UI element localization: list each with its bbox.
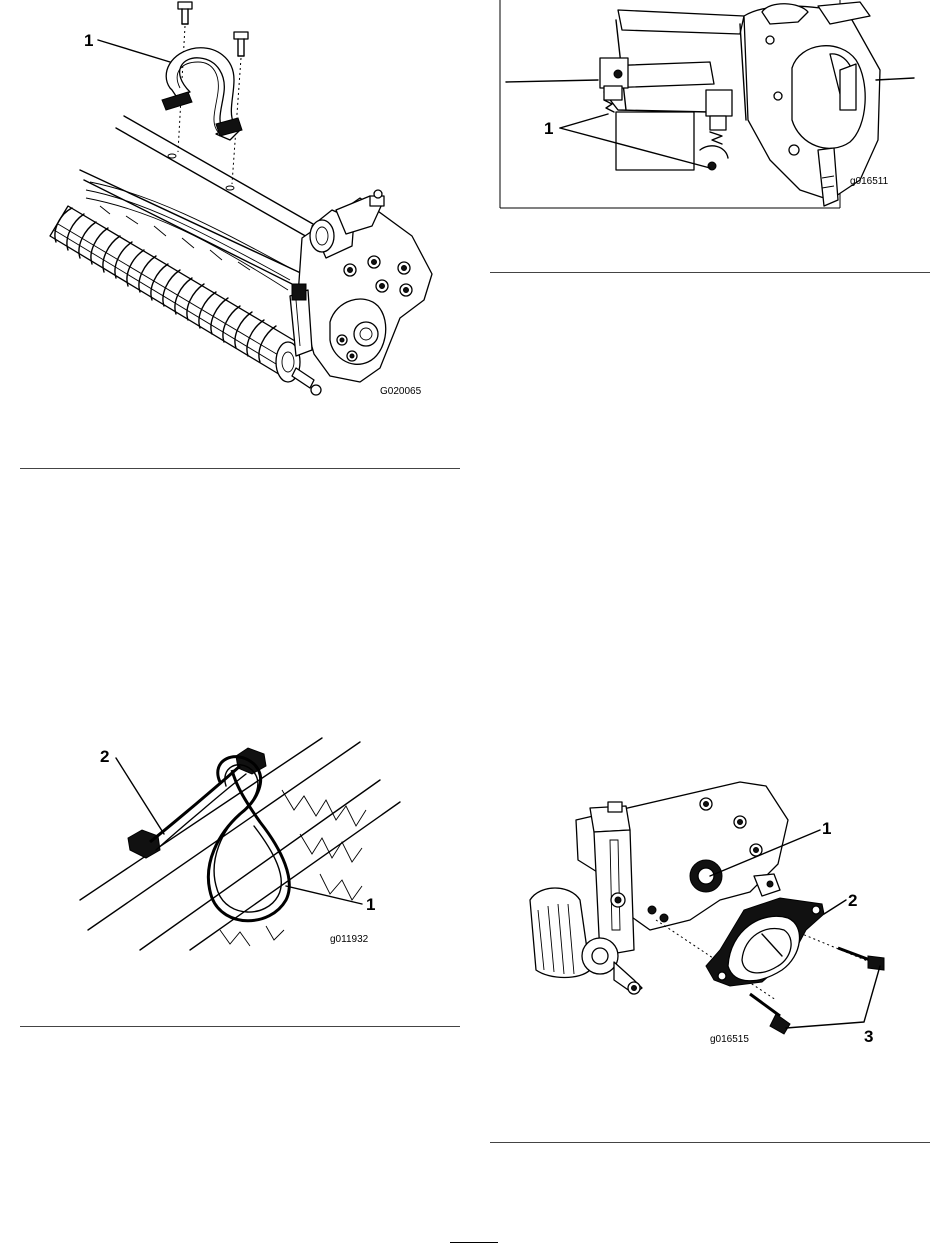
figure-bearing-housing: 1 2 3 g016515 (530, 780, 910, 1050)
section-divider (20, 1026, 460, 1027)
reel-bail-illustration: 1 (20, 0, 460, 430)
figure-bedknife-adjust: 1 g016511 (500, 0, 930, 230)
section-divider (490, 272, 930, 273)
figure-reel-bail-mount: 1 (20, 0, 460, 430)
bolt-icon (750, 994, 790, 1034)
roller-surface (80, 738, 400, 950)
figure-code: g011932 (330, 934, 369, 945)
callout-2: 2 (848, 891, 857, 910)
bearing-housing-illustration: 1 2 3 g016515 (530, 780, 910, 1050)
figure-code: g016511 (850, 176, 889, 187)
gear-housing (744, 2, 914, 206)
side-plate (290, 190, 432, 382)
nut-icon (128, 830, 160, 858)
bearing-housing-icon (706, 898, 824, 986)
bail-handle-icon (162, 48, 242, 140)
section-divider (490, 1142, 930, 1143)
cable-loop-illustration: 2 1 g011932 (60, 730, 440, 960)
callout-3: 3 (864, 1027, 873, 1046)
figure-code: g016515 (710, 1034, 749, 1045)
page-number-rule (450, 1242, 498, 1243)
callout-1: 1 (544, 119, 553, 138)
bolt-icon (838, 948, 884, 970)
figure-code: G020065 (380, 386, 422, 397)
callout-2: 2 (100, 747, 109, 766)
callout-1: 1 (84, 31, 93, 50)
bedknife-adjust-illustration: 1 g016511 (500, 0, 930, 230)
callout-1: 1 (366, 895, 375, 914)
bolt-icon (232, 32, 248, 184)
grooved-roller (50, 206, 321, 395)
callout-1: 1 (822, 819, 831, 838)
figure-cable-loop: 2 1 g011932 (60, 730, 440, 960)
section-divider (20, 468, 460, 469)
